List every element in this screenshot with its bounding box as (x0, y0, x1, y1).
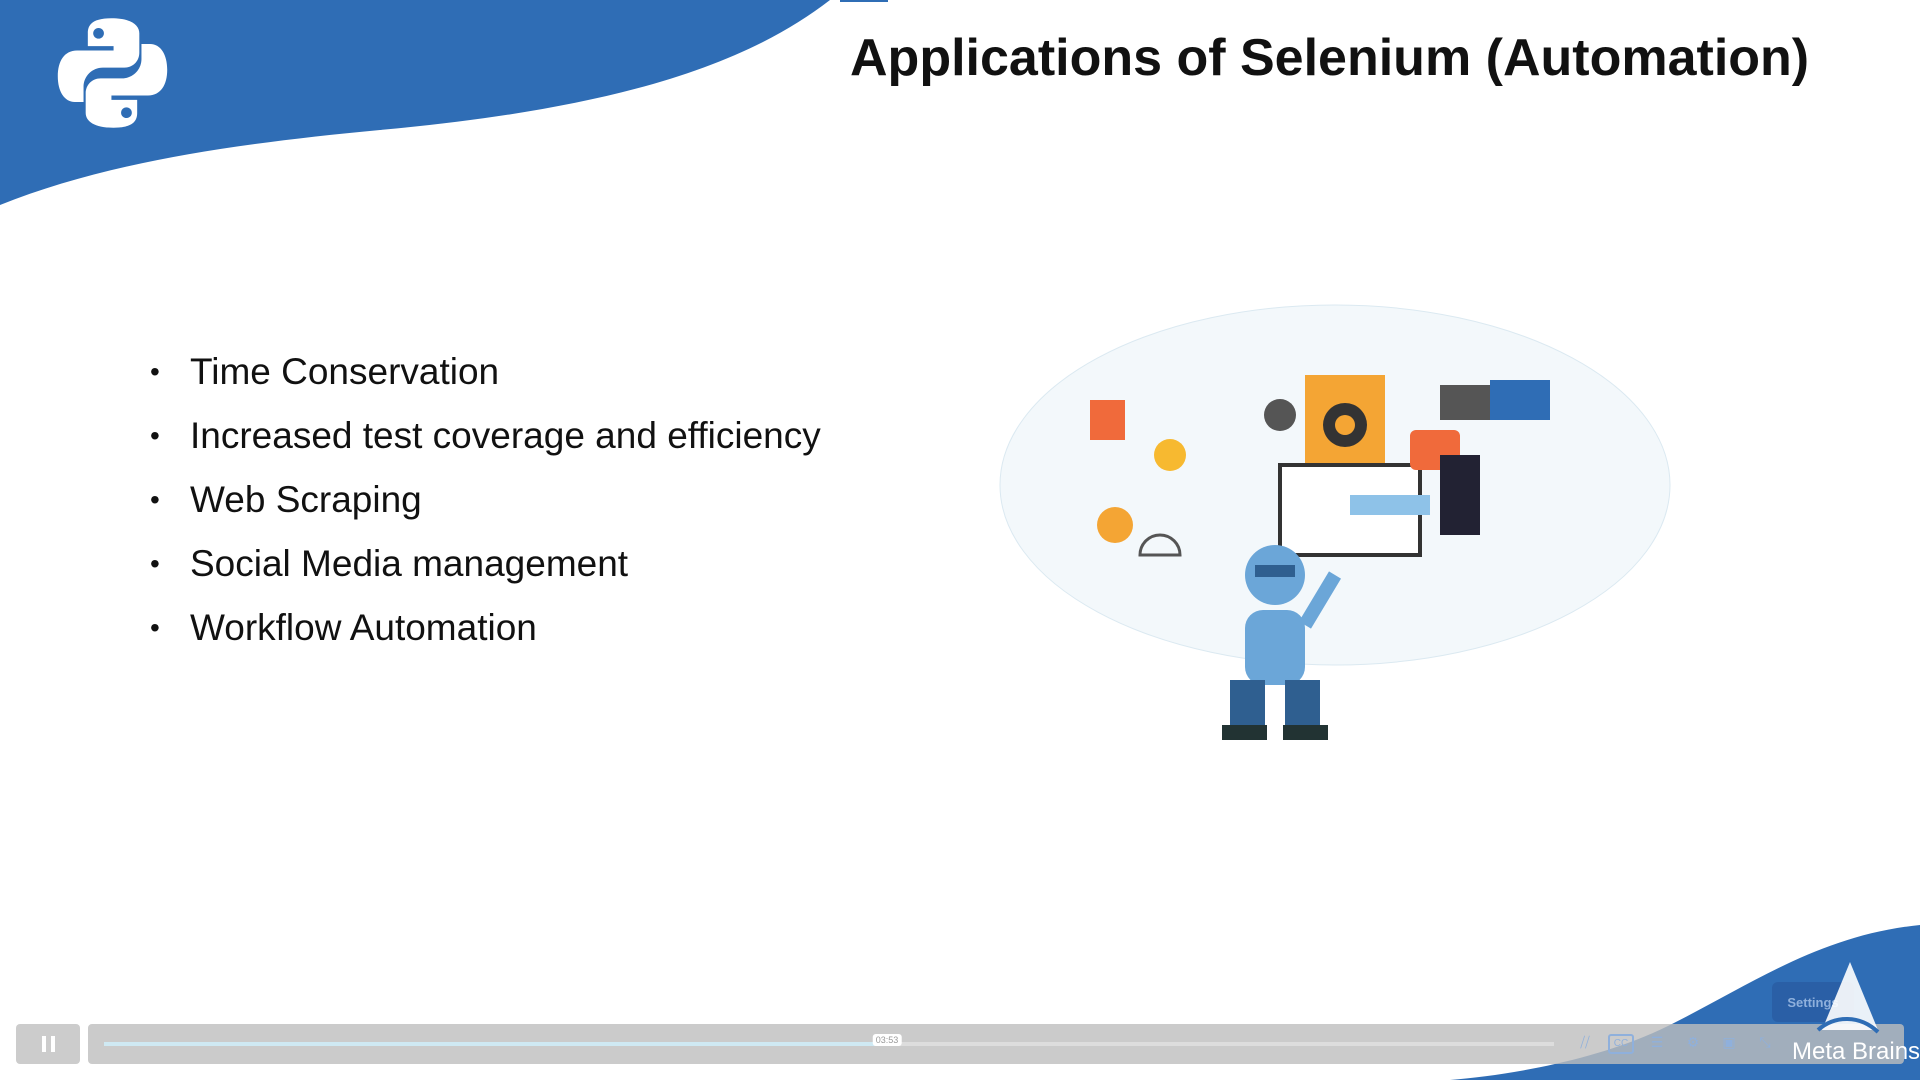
meta-brains-logo-icon (1816, 962, 1880, 1034)
bullet-text: Web Scraping (190, 479, 422, 520)
bullet-text: Increased test coverage and efficiency (190, 415, 821, 456)
picture-in-picture-icon[interactable]: ▣ (1722, 1034, 1736, 1050)
bullet-item: •Time Conservation (150, 351, 500, 392)
bullet-text: Time Conservation (190, 351, 500, 392)
progress-track[interactable]: 03:53 (104, 1034, 1554, 1046)
bullet-text: Workflow Automation (190, 607, 537, 648)
bullet-item: •Web Scraping (150, 479, 422, 520)
pause-button[interactable] (16, 1024, 80, 1064)
brand-logo-text: Meta Brains (1792, 1038, 1920, 1065)
timestamp-tooltip: 03:53 (872, 1034, 902, 1046)
header-wave (0, 0, 830, 205)
bullet-list: •Time Conservation •Increased test cover… (150, 340, 821, 660)
pause-icon (41, 1036, 46, 1052)
bullet-item: •Workflow Automation (150, 607, 537, 648)
automation-robot-illustration (999, 304, 1671, 740)
bullet-text: Social Media management (190, 543, 629, 584)
slide-title: Applications of Selenium (Automation) (850, 29, 1810, 87)
fullscreen-exit-icon[interactable]: ⤡ (1759, 1034, 1771, 1050)
progress-bar[interactable]: 03:53 (88, 1024, 1904, 1064)
progress-fill (104, 1042, 887, 1046)
captions-icon[interactable]: CC (1608, 1034, 1634, 1054)
bullet-item: •Increased test coverage and efficiency (150, 415, 821, 456)
gear-icon[interactable]: ⚙ (1686, 1034, 1700, 1050)
top-accent-line (840, 0, 888, 2)
mute-icon[interactable]: ⧸⧸ (1580, 1034, 1590, 1050)
python-logo-icon (57, 18, 168, 128)
bullet-item: •Social Media management (150, 543, 629, 584)
transcript-icon[interactable]: ☰ (1650, 1034, 1664, 1050)
